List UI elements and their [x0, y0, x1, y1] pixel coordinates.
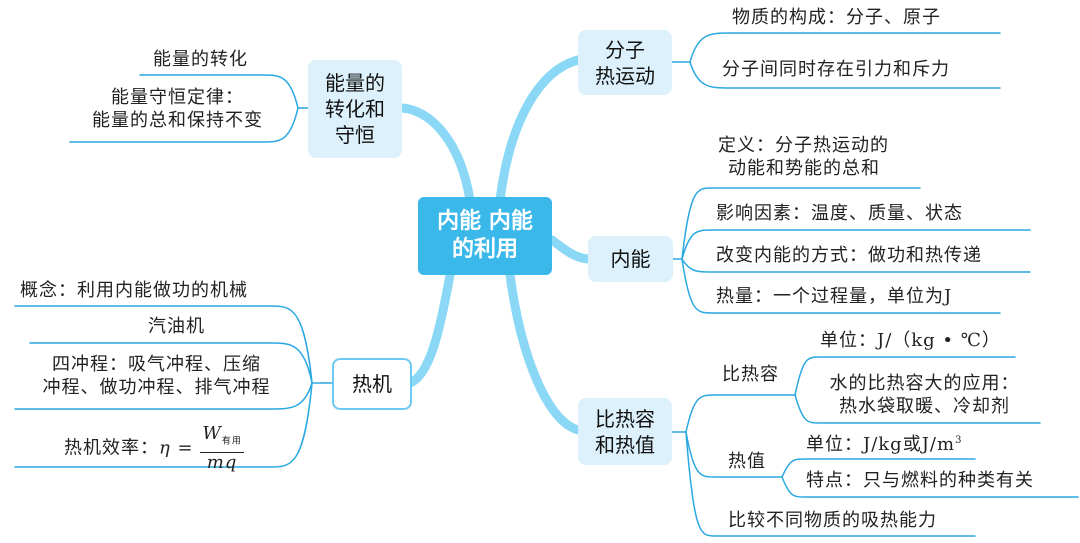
leaf-line: 四冲程：吸气冲程、压缩: [52, 354, 261, 375]
leaf-heat-quantity: 热量：一个过程量，单位为J: [716, 286, 953, 307]
central-topic-line2: 的利用: [451, 237, 518, 262]
superscript: 3: [955, 435, 963, 446]
leaf-line: 水的比热容大的应用：: [829, 373, 1020, 394]
branch-engine: [405, 270, 455, 388]
leaf-engine-efficiency: 热机效率：η = W有用 mq: [64, 424, 244, 473]
leaf-line: 单位：J/kg或J/m: [806, 434, 956, 455]
leaf-line-change: [681, 258, 1031, 273]
leaf-forces: 分子间同时存在引力和斥力: [722, 59, 950, 80]
leaf-line-heat: [681, 258, 1001, 314]
leaf-heat-value: 热值: [728, 451, 766, 472]
eta-symbol: η =: [159, 437, 194, 459]
leaf-engine-concept: 概念：利用内能做功的机械: [20, 280, 248, 301]
node-internal-energy[interactable]: 内能: [588, 236, 673, 282]
leaf-line-transform: [139, 74, 299, 109]
leaf-factors: 影响因素：温度、质量、状态: [716, 203, 963, 224]
node-molecular-motion[interactable]: 分子热运动: [578, 30, 672, 95]
leaf-energy-conservation: 能量守恒定律：能量的总和保持不变: [70, 86, 285, 132]
central-topic-line1: 内能 内能: [437, 209, 533, 234]
leaf-gasoline-engine: 汽油机: [148, 316, 205, 337]
node-specific-heat-and-heat-value[interactable]: 比热容和热值: [578, 398, 672, 465]
leaf-energy-transform: 能量的转化: [153, 49, 248, 70]
leaf-line-value-unit: [781, 458, 976, 478]
node-label: 热机: [352, 372, 392, 396]
node-label: 转化和: [325, 97, 385, 121]
leaf-heat-value-feature: 特点：只与燃料的种类有关: [806, 470, 1034, 491]
leaf-compare-absorption: 比较不同物质的吸热能力: [728, 510, 937, 531]
leaf-line-strokes: [14, 382, 313, 410]
leaf-line-value: [685, 431, 783, 478]
leaf-line-compare: [685, 431, 976, 537]
leaf-line-definition: [681, 187, 921, 260]
leaf-line: 能量的总和保持不变: [92, 110, 263, 131]
leaf-line: 动能和势能的总和: [728, 158, 880, 179]
node-label: 分子: [605, 37, 645, 62]
leaf-line-specific: [685, 394, 796, 433]
leaf-composition: 物质的构成：分子、原子: [732, 7, 941, 28]
leaf-line-forces: [689, 61, 1001, 89]
leaf-label: 热机效率：: [64, 437, 159, 459]
node-label: 比热容: [595, 406, 655, 431]
leaf-change-methods: 改变内能的方式：做功和热传递: [716, 245, 982, 266]
branch-energy: [397, 103, 475, 205]
leaf-line: 定义：分子热运动的: [718, 135, 889, 156]
node-heat-engine[interactable]: 热机: [332, 358, 412, 410]
leaf-line: 能量守恒定律：: [111, 87, 244, 108]
leaf-definition: 定义：分子热运动的动能和势能的总和: [718, 134, 889, 180]
leaf-line: 热水袋取暖、冷却剂: [839, 396, 1010, 417]
central-topic[interactable]: 内能 内能的利用: [418, 197, 552, 275]
branch-molecular: [495, 55, 583, 205]
node-label: 内能: [610, 247, 651, 271]
efficiency-formula: W有用 mq: [200, 424, 244, 473]
leaf-line-composition: [689, 32, 1001, 63]
leaf-line-gas: [29, 342, 313, 384]
leaf-line-conservation: [69, 107, 299, 143]
branch-heat: [505, 270, 583, 435]
denominator: mq: [206, 451, 238, 473]
node-label: 热运动: [595, 63, 655, 88]
leaf-specific-heat: 比热容: [722, 364, 779, 385]
leaf-line-water: [794, 394, 1041, 424]
leaf-line-specific-unit: [794, 356, 1016, 396]
node-energy-conservation[interactable]: 能量的转化和守恒: [308, 60, 402, 158]
subscript: 有用: [221, 436, 242, 447]
node-label: 守恒: [335, 123, 375, 147]
node-label: 能量的: [325, 71, 385, 95]
leaf-water-application: 水的比热容大的应用：热水袋取暖、冷却剂: [812, 372, 1037, 418]
leaf-line-efficiency: [14, 382, 313, 468]
branch-internal: [547, 235, 593, 264]
leaf-four-strokes: 四冲程：吸气冲程、压缩冲程、做功冲程、排气冲程: [14, 353, 299, 399]
leaf-line-factors: [681, 229, 1031, 260]
leaf-line: 冲程、做功冲程、排气冲程: [42, 377, 271, 398]
leaf-specific-heat-unit: 单位：J/（kg • ℃）: [820, 330, 1001, 351]
node-label: 和热值: [595, 432, 655, 457]
numerator: W: [202, 423, 222, 444]
leaf-heat-value-unit: 单位：J/kg或J/m3: [806, 429, 962, 456]
leaf-line-feature: [781, 476, 1079, 498]
leaf-line-concept: [14, 305, 313, 384]
